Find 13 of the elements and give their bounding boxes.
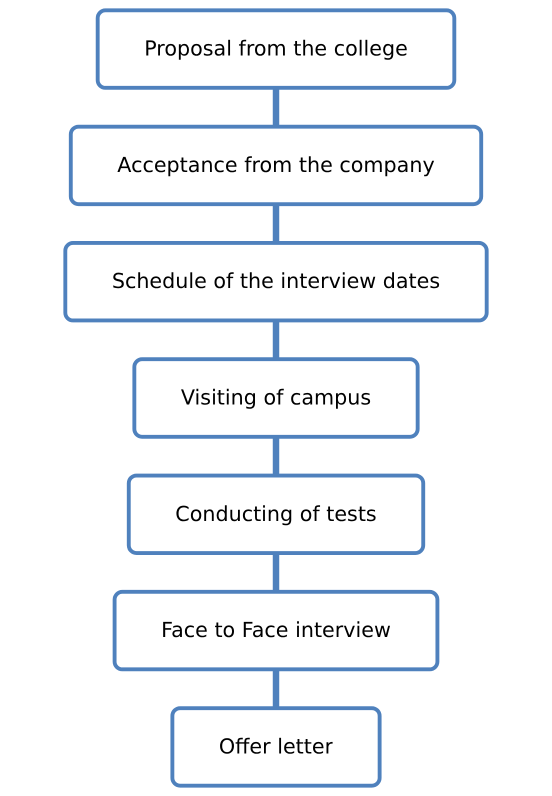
connector <box>272 669 280 708</box>
connector <box>272 204 280 243</box>
connector <box>272 320 280 360</box>
node-box: Face to Face interview <box>112 590 440 672</box>
node-box: Offer letter <box>170 706 382 788</box>
connector <box>272 88 280 127</box>
node-box: Conducting of tests <box>126 474 426 555</box>
node-box: Proposal from the college <box>96 8 456 90</box>
connector <box>272 553 280 592</box>
connector <box>272 436 280 476</box>
node-box: Acceptance from the company <box>68 124 484 206</box>
node-box: Schedule of the interview dates <box>63 241 489 322</box>
node-box: Visiting of campus <box>132 357 420 439</box>
